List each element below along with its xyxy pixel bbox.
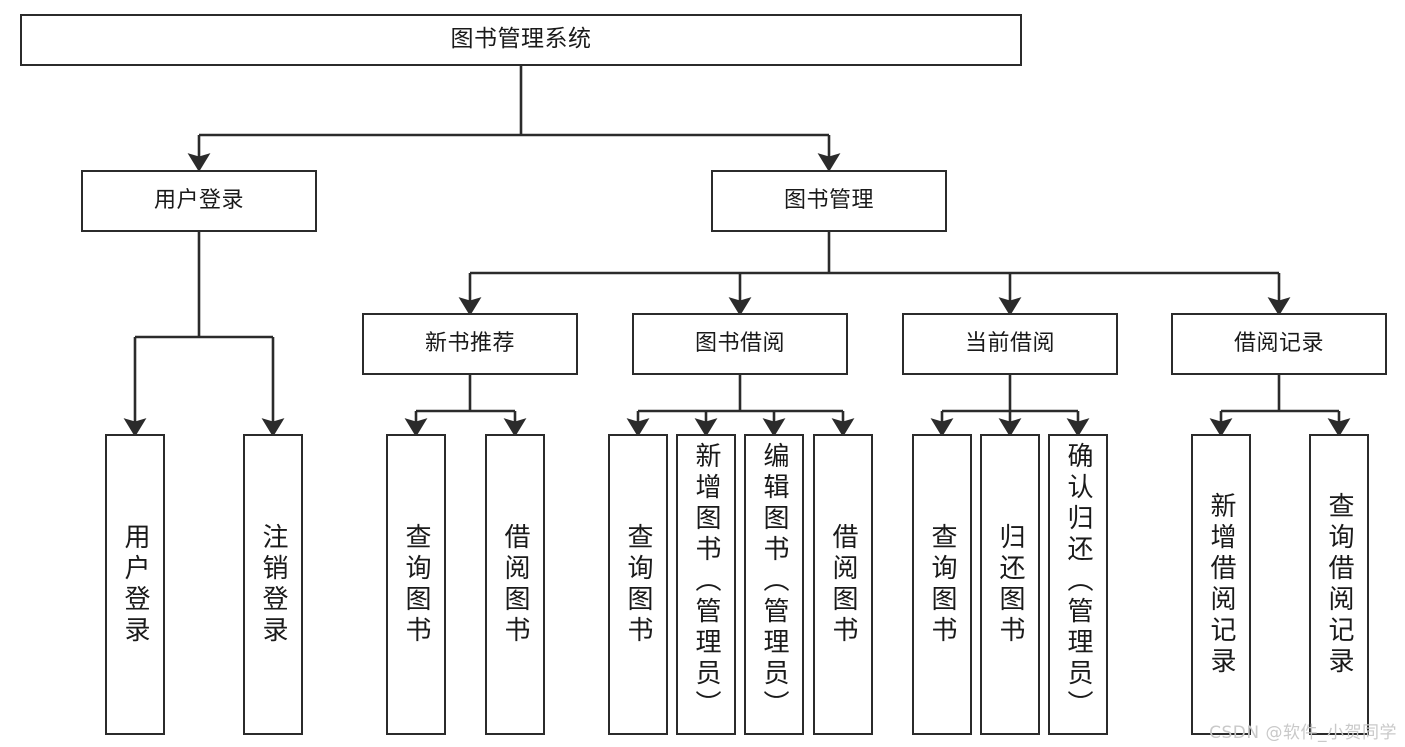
node-book-borrow[interactable]: 图书借阅 [632,313,848,375]
node-user-login[interactable]: 用户登录 [81,170,317,232]
leaf-confirm-return-admin[interactable]: 确认归还（管理员） [1048,434,1108,735]
leaf-add-book-admin[interactable]: 新增图书（管理员） [676,434,736,735]
node-label: 新书推荐 [424,331,515,357]
node-label: 新增图书（管理员） [691,442,721,721]
node-label: 图书管理系统 [450,26,592,53]
leaf-logout[interactable]: 注销登录 [243,434,303,735]
node-label: 借阅图书 [500,522,530,647]
leaf-query-book-3[interactable]: 查询图书 [912,434,972,735]
node-label: 图书借阅 [694,331,785,357]
node-label: 查询图书 [927,522,957,647]
node-label: 确认归还（管理员） [1063,442,1093,721]
node-label: 注销登录 [258,522,288,647]
node-label: 查询图书 [623,522,653,647]
watermark: CSDN @软件_小贺同学 [1209,723,1397,743]
leaf-user-login[interactable]: 用户登录 [105,434,165,735]
node-label: 图书管理 [783,188,874,214]
node-label: 编辑图书（管理员） [759,442,789,721]
node-label: 新增借阅记录 [1206,491,1236,678]
node-borrow-record[interactable]: 借阅记录 [1171,313,1387,375]
leaf-query-book-2[interactable]: 查询图书 [608,434,668,735]
node-label: 当前借阅 [964,331,1055,357]
node-label: 归还图书 [995,522,1025,647]
node-label: 查询图书 [401,522,431,647]
leaf-query-borrow-record[interactable]: 查询借阅记录 [1309,434,1369,735]
leaf-borrow-book-1[interactable]: 借阅图书 [485,434,545,735]
leaf-query-book-1[interactable]: 查询图书 [386,434,446,735]
node-label: 借阅记录 [1233,331,1324,357]
node-label: 用户登录 [153,188,244,214]
node-label: 借阅图书 [828,522,858,647]
node-new-book-recommend[interactable]: 新书推荐 [362,313,578,375]
leaf-borrow-book-2[interactable]: 借阅图书 [813,434,873,735]
leaf-add-borrow-record[interactable]: 新增借阅记录 [1191,434,1251,735]
node-label: 用户登录 [120,522,150,647]
node-current-borrow[interactable]: 当前借阅 [902,313,1118,375]
node-root-system[interactable]: 图书管理系统 [20,14,1022,66]
node-book-manage[interactable]: 图书管理 [711,170,947,232]
leaf-edit-book-admin[interactable]: 编辑图书（管理员） [744,434,804,735]
node-label: 查询借阅记录 [1324,491,1354,678]
leaf-return-book[interactable]: 归还图书 [980,434,1040,735]
